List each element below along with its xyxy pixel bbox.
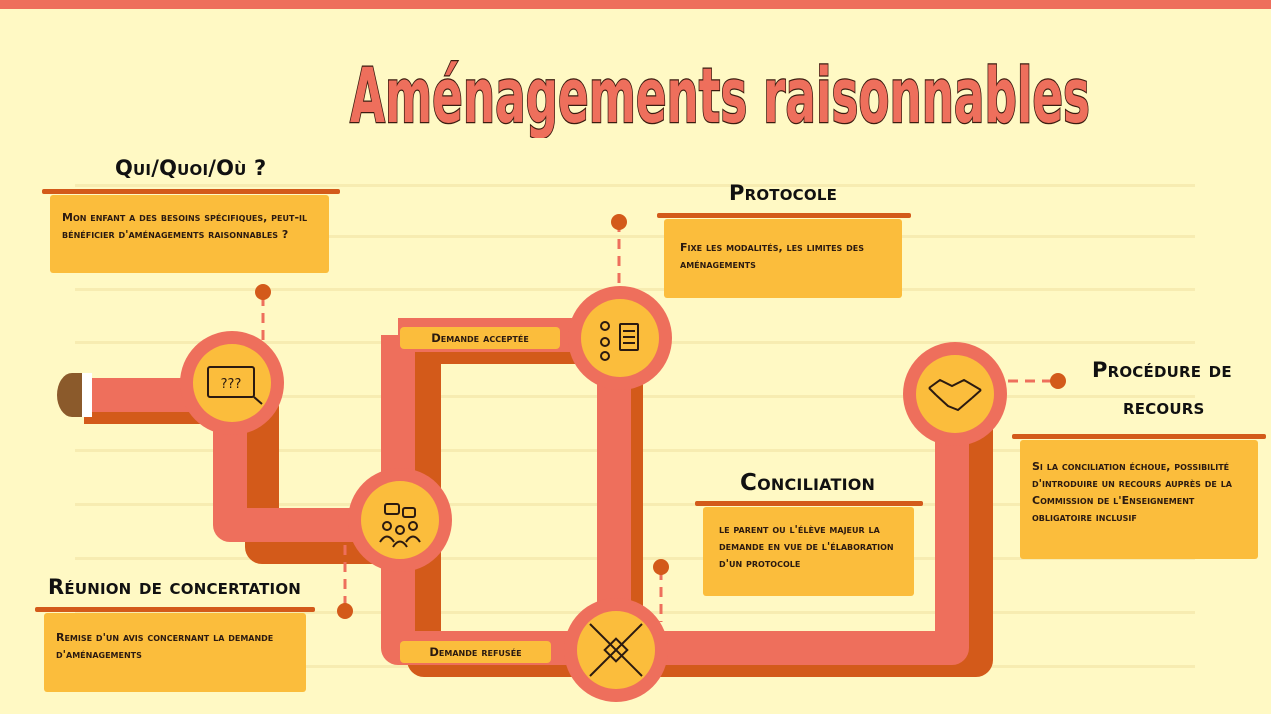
page-title-text: Aménagements raisonnables xyxy=(350,51,1090,138)
top-accent-bar xyxy=(0,0,1271,9)
handshake-icon xyxy=(928,378,982,412)
meeting-people-icon xyxy=(379,503,421,548)
connector-dots xyxy=(255,214,1066,619)
heading-underline xyxy=(42,189,340,194)
info-box-reunion: Remise d'un avis concernant la demande d… xyxy=(44,613,306,692)
node-protocole xyxy=(568,286,672,390)
page-title: Aménagements raisonnables xyxy=(349,50,1092,138)
node-qui: ??? xyxy=(180,331,284,435)
heading-recours-line1: Procédure de xyxy=(1092,358,1232,382)
crossroads-icon xyxy=(589,623,643,677)
heading-protocole: Protocole xyxy=(729,181,838,205)
protocol-document-icon xyxy=(600,321,639,361)
label-demande-acceptee: Demande acceptée xyxy=(400,327,560,349)
label-demande-refusee: Demande refusée xyxy=(400,641,551,663)
heading-underline xyxy=(1012,434,1266,439)
heading-underline xyxy=(35,607,315,612)
info-box-protocole: Fixe les modalités, les limites des amén… xyxy=(664,219,902,298)
svg-text:???: ??? xyxy=(221,377,242,392)
info-box-conciliation: le parent ou l'élève majeur la demande e… xyxy=(703,507,914,596)
heading-qui: Qui/Quoi/Où ? xyxy=(115,156,267,180)
heading-reunion: Réunion de concertation xyxy=(48,575,302,599)
connector-lines xyxy=(261,222,1058,622)
ruled-line xyxy=(75,235,1195,238)
node-conciliation xyxy=(564,598,668,702)
heading-conciliation: Conciliation xyxy=(740,470,876,496)
node-recours xyxy=(903,342,1007,446)
info-box-qui: Mon enfant a des besoins spécifiques, pe… xyxy=(50,195,329,273)
ruled-line xyxy=(75,184,1195,187)
heading-underline xyxy=(695,501,923,506)
path-start-cap xyxy=(57,373,92,417)
node-reunion xyxy=(348,468,452,572)
info-box-recours: Si la conciliation échoue, possibilité d… xyxy=(1020,440,1258,559)
question-board-icon: ??? xyxy=(207,366,263,405)
heading-underline xyxy=(657,213,911,218)
heading-recours-line2: recours xyxy=(1123,395,1205,419)
